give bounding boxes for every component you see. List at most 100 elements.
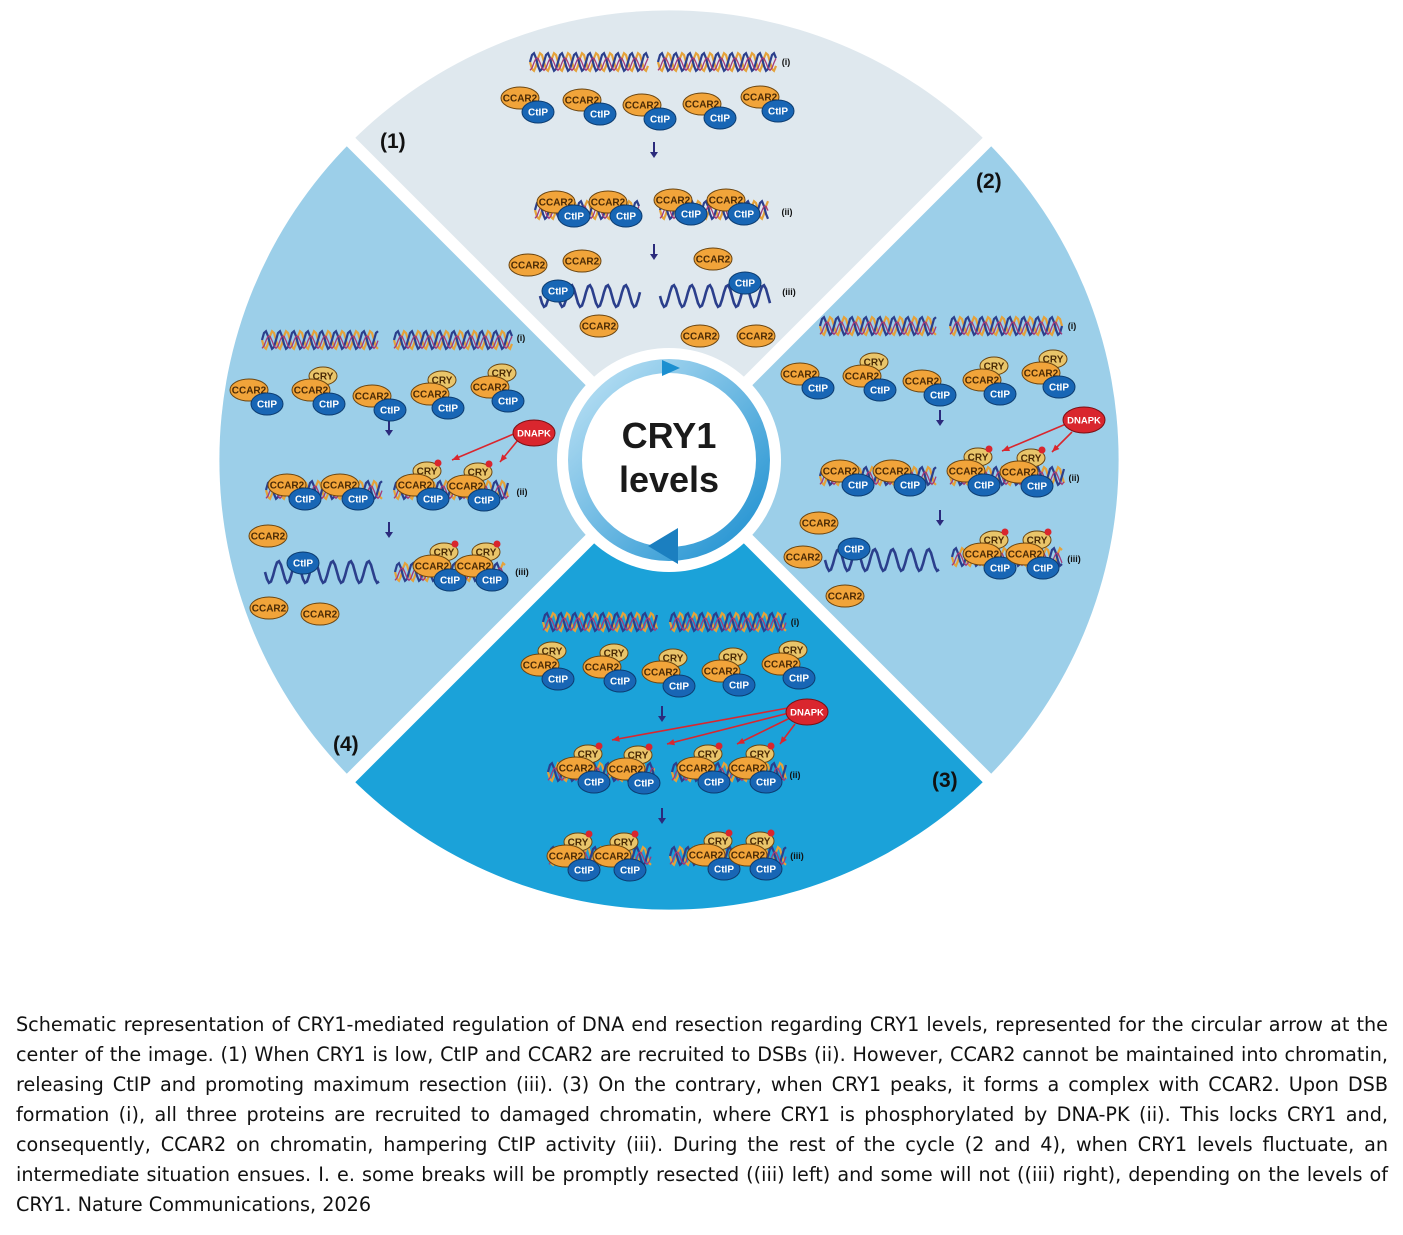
phosphorylation-dot xyxy=(1038,446,1046,454)
ctip-protein: CtIP xyxy=(312,392,346,416)
ccar2-label: CCAR2 xyxy=(905,377,940,388)
cry-label: CRY xyxy=(750,837,771,848)
ctip-label: CtIP xyxy=(1027,482,1047,493)
sec3-dna-i-left xyxy=(541,611,659,633)
phosphorylation-dot xyxy=(1001,528,1009,536)
ctip-protein: CtIP xyxy=(416,487,450,511)
cry-label: CRY xyxy=(723,653,744,664)
phosphorylation-dot xyxy=(767,829,775,837)
cry-label: CRY xyxy=(614,838,635,849)
cry-label: CRY xyxy=(542,647,563,658)
ctip-protein: CtIP xyxy=(286,551,320,575)
sec1-ssdna-right xyxy=(658,283,772,309)
ccar2-label: CCAR2 xyxy=(731,851,766,862)
phosphorylation-arrow xyxy=(1051,431,1073,453)
ctip-protein: CtIP xyxy=(674,202,708,226)
ccar2-label: CCAR2 xyxy=(252,604,287,615)
ccar2-label: CCAR2 xyxy=(1008,550,1043,561)
center-label-line2: levels xyxy=(619,459,719,500)
ccar2-label: CCAR2 xyxy=(783,370,818,381)
process-arrow xyxy=(658,706,666,722)
ccar2-label: CCAR2 xyxy=(413,390,448,401)
ccar2-label: CCAR2 xyxy=(743,93,778,104)
ctip-label: CtIP xyxy=(498,397,518,408)
ctip-protein: CtIP xyxy=(475,568,509,592)
phosphorylation-dot xyxy=(595,742,603,750)
phosphorylation-arrow xyxy=(666,712,790,746)
ctip-protein: CtIP xyxy=(749,857,783,881)
cry-label: CRY xyxy=(708,837,729,848)
sec2-dna-i-left xyxy=(818,315,937,337)
ccar2-protein: CCAR2 xyxy=(825,584,865,608)
ccar2-label: CCAR2 xyxy=(549,852,584,863)
ctip-protein: CtIP xyxy=(288,487,322,511)
cry-label: CRY xyxy=(628,751,649,762)
ctip-label: CtIP xyxy=(844,545,864,556)
ctip-label: CtIP xyxy=(669,682,689,693)
ctip-protein: CtIP xyxy=(782,666,816,690)
cry-label: CRY xyxy=(313,372,334,383)
sec4-ssdna-left xyxy=(263,559,380,585)
ctip-label: CtIP xyxy=(990,390,1010,401)
ctip-label: CtIP xyxy=(319,400,339,411)
phosphorylation-dot xyxy=(767,742,775,750)
ccar2-label: CCAR2 xyxy=(704,667,739,678)
cry-label: CRY xyxy=(1027,536,1048,547)
cry-label: CRY xyxy=(968,453,989,464)
ctip-protein: CtIP xyxy=(609,204,643,228)
arrow-layer xyxy=(385,142,1073,824)
ctip-protein: CtIP xyxy=(577,770,611,794)
ccar2-protein: CCAR2 xyxy=(579,314,619,338)
ctip-protein: CtIP xyxy=(491,389,525,413)
ctip-label: CtIP xyxy=(293,559,313,570)
center-hub: CRY1 levels xyxy=(557,348,781,572)
cry-label: CRY xyxy=(1043,355,1064,366)
sec1-dna-i-left xyxy=(528,51,650,73)
ctip-label: CtIP xyxy=(714,865,734,876)
ccar2-label: CCAR2 xyxy=(696,255,731,266)
ctip-protein: CtIP xyxy=(923,383,957,407)
step-label-iii: (iii) xyxy=(1067,554,1081,564)
cry-label: CRY xyxy=(468,468,489,479)
phosphorylation-arrow xyxy=(736,717,791,745)
ccar2-label: CCAR2 xyxy=(786,553,821,564)
step-label-ii: (ii) xyxy=(1069,473,1080,483)
cycle-arrowhead-bottom xyxy=(648,528,678,564)
ccar2-label: CCAR2 xyxy=(294,386,329,397)
ctip-label: CtIP xyxy=(482,576,502,587)
ccar2-label: CCAR2 xyxy=(823,467,858,478)
ctip-protein: CtIP xyxy=(841,473,875,497)
ctip-label: CtIP xyxy=(295,495,315,506)
ctip-label: CtIP xyxy=(574,866,594,877)
ctip-label: CtIP xyxy=(756,865,776,876)
sec1-dna-i-right xyxy=(656,51,778,73)
cry-label: CRY xyxy=(432,376,453,387)
ccar2-label: CCAR2 xyxy=(398,481,433,492)
ctip-protein: CtIP xyxy=(373,398,407,422)
ccar2-label: CCAR2 xyxy=(251,532,286,543)
ctip-protein: CtIP xyxy=(707,857,741,881)
ccar2-protein: CCAR2 xyxy=(783,545,823,569)
ctip-protein: CtIP xyxy=(1026,556,1060,580)
ctip-label: CtIP xyxy=(681,210,701,221)
cry-label: CRY xyxy=(417,467,438,478)
ctip-label: CtIP xyxy=(616,212,636,223)
cry-label: CRY xyxy=(492,369,513,380)
ctip-label: CtIP xyxy=(974,481,994,492)
ctip-protein: CtIP xyxy=(697,770,731,794)
step-label-ii: (ii) xyxy=(790,770,801,780)
ctip-label: CtIP xyxy=(870,386,890,397)
ctip-label: CtIP xyxy=(528,108,548,119)
phosphorylation-dot xyxy=(645,743,653,751)
cry-label: CRY xyxy=(984,362,1005,373)
phosphorylation-dot xyxy=(485,460,493,468)
phosphorylation-dot xyxy=(585,830,593,838)
ccar2-label: CCAR2 xyxy=(965,376,1000,387)
ccar2-label: CCAR2 xyxy=(457,562,492,573)
ccar2-label: CCAR2 xyxy=(683,332,718,343)
ccar2-protein: CCAR2 xyxy=(693,247,733,271)
ctip-label: CtIP xyxy=(808,384,828,395)
ccar2-label: CCAR2 xyxy=(689,851,724,862)
ctip-protein: CtIP xyxy=(1020,474,1054,498)
ccar2-label: CCAR2 xyxy=(875,467,910,478)
